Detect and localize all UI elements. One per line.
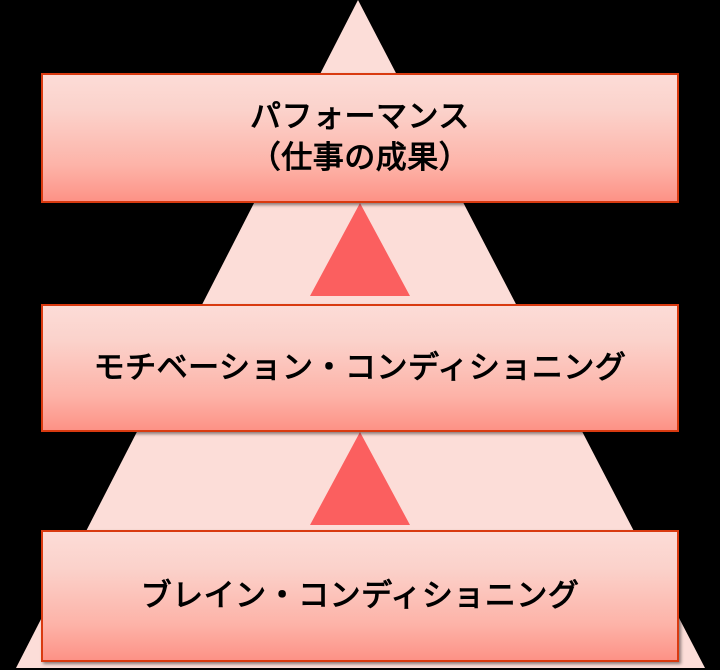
pyramid-level-motivation-conditioning-label: モチベーション・コンディショニング [93,349,627,386]
pyramid-level-brain-conditioning-label: ブレイン・コンディショニング [140,577,580,614]
pyramid-level-performance[interactable]: パフォーマンス （仕事の成果） [41,73,679,203]
pyramid-level-motivation-conditioning[interactable]: モチベーション・コンディショニング [41,304,679,432]
arrow-middle-to-top-icon [310,203,410,296]
arrow-bottom-to-middle-icon [310,432,410,525]
pyramid-level-performance-label: パフォーマンス （仕事の成果） [249,99,471,176]
pyramid-level-brain-conditioning[interactable]: ブレイン・コンディショニング [41,530,679,662]
